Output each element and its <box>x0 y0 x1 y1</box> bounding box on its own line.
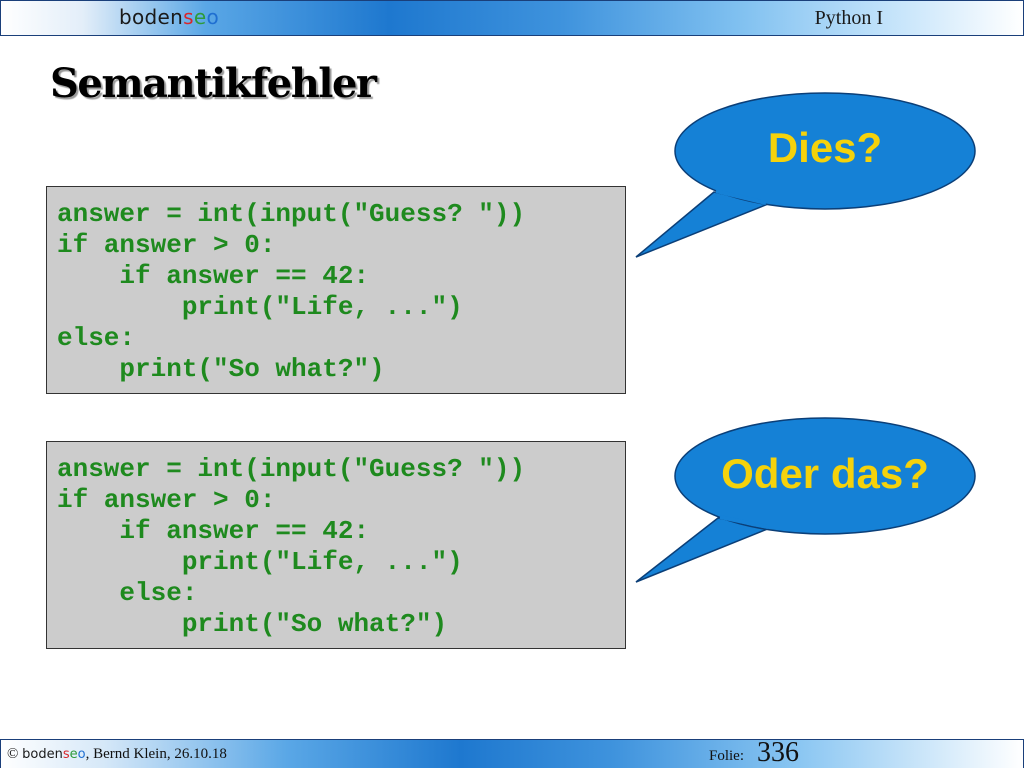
speech-bubble-1 <box>635 92 976 258</box>
footer-bar: © bodenseo, Bernd Klein, 26.10.18 Folie:… <box>0 737 1024 768</box>
code-line: if answer > 0: <box>57 485 276 515</box>
code-line: else: <box>57 323 136 353</box>
copyright-symbol: © <box>7 746 19 762</box>
bubble-tail-1 <box>635 191 771 258</box>
brand-part: s <box>183 5 194 29</box>
code-line: answer = int(input("Guess? ")) <box>57 199 526 229</box>
header-bar: bodenseo Python I <box>0 0 1024 36</box>
code-line: if answer == 42: <box>57 261 370 291</box>
code-line: if answer > 0: <box>57 230 276 260</box>
footer-brand-part: boden <box>22 747 63 762</box>
bubble-text-2: Oder das? <box>721 450 929 497</box>
code-block-1: answer = int(input("Guess? ")) if answer… <box>46 186 626 394</box>
code-block-2: answer = int(input("Guess? ")) if answer… <box>46 441 626 649</box>
code-line: print("Life, ...") <box>57 547 463 577</box>
course-title: Python I <box>814 7 883 29</box>
footer-brand-part: e <box>69 747 78 762</box>
bubble-seam-1 <box>715 189 767 205</box>
speech-bubble-2 <box>635 417 976 583</box>
footer-credits: © bodenseo, Bernd Klein, 26.10.18 <box>7 746 227 763</box>
bubble-text-1: Dies? <box>767 124 883 171</box>
code-line: print("Life, ...") <box>57 292 463 322</box>
code-text-1: answer = int(input("Guess? ")) if answer… <box>57 199 525 385</box>
slide-number: 336 <box>757 737 799 768</box>
code-line: else: <box>57 578 198 608</box>
brand-part: boden <box>119 5 184 29</box>
footer-author-date: , Bernd Klein, 26.10.18 <box>85 746 227 762</box>
code-line: answer = int(input("Guess? ")) <box>57 454 526 484</box>
footer-brand-part: o <box>77 747 86 762</box>
footer-brand-part: s <box>62 747 70 762</box>
slide-title: Semantikfehler <box>50 60 377 107</box>
brand-logo: bodenseo <box>119 4 219 30</box>
code-text-2: answer = int(input("Guess? ")) if answer… <box>57 454 525 640</box>
code-line: print("So what?") <box>57 354 385 384</box>
slide-number-label: Folie: <box>709 748 745 764</box>
code-line: print("So what?") <box>57 609 448 639</box>
brand-part: o <box>206 5 219 29</box>
brand-part: e <box>193 5 207 29</box>
code-line: if answer == 42: <box>57 516 370 546</box>
bubble-tail-2 <box>635 517 773 583</box>
bubble-seam-2 <box>719 515 769 529</box>
